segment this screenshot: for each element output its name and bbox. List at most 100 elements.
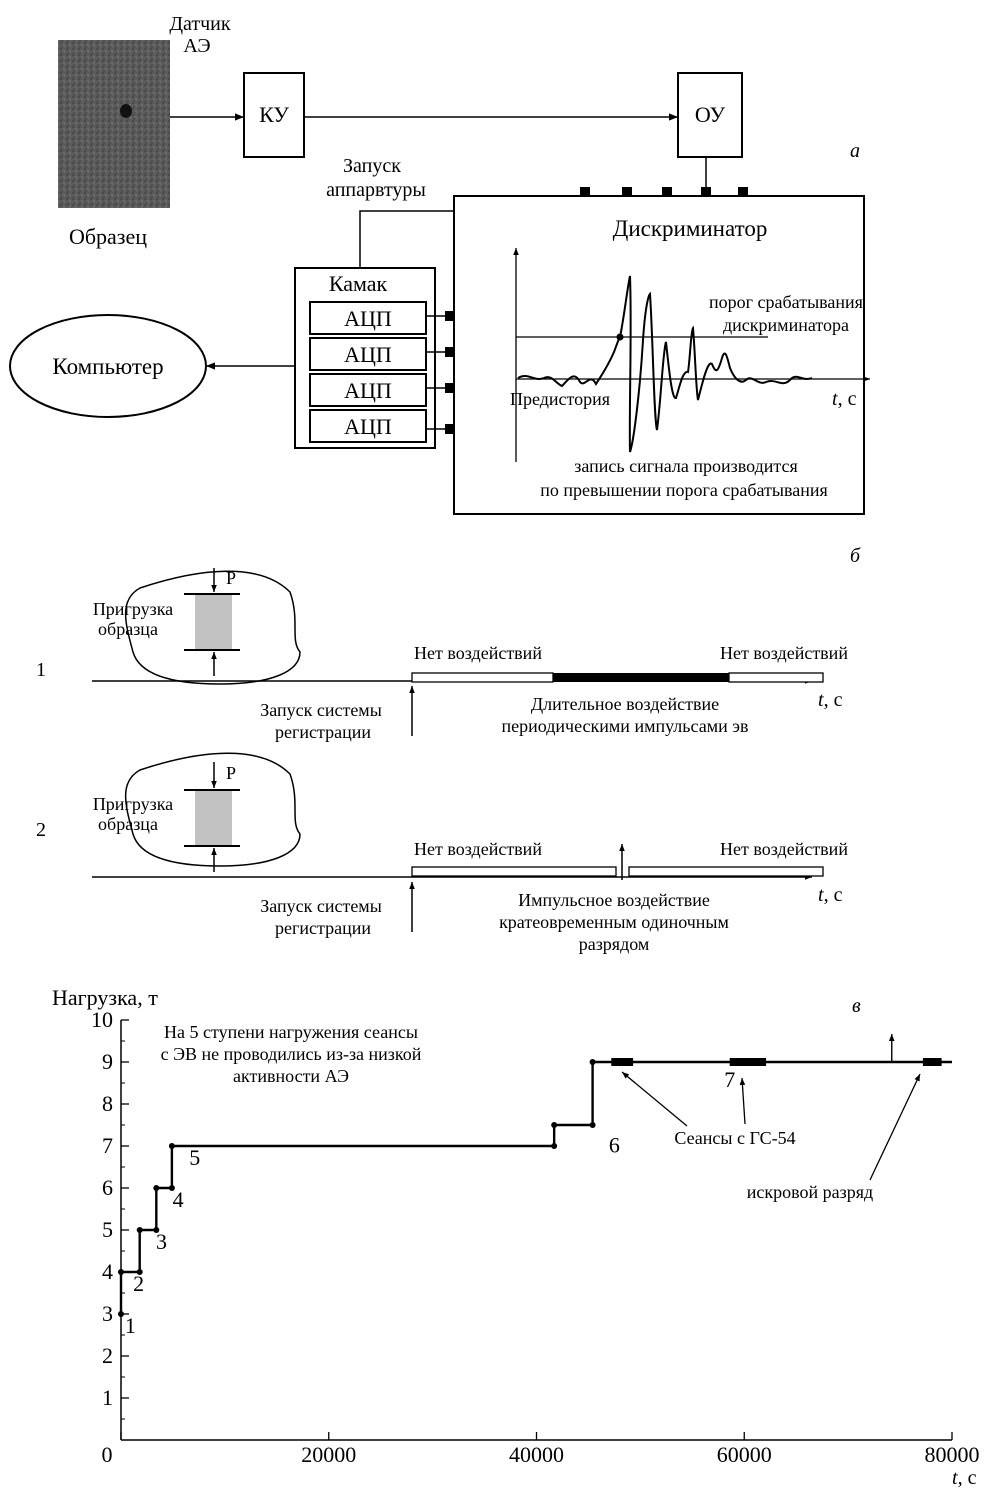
ou-label: ОУ	[695, 102, 726, 127]
effect-desc-1: Длительное воздействие	[531, 694, 719, 714]
note-line-2: с ЭВ не проводились из-за низкой	[161, 1044, 422, 1064]
start-label-2: регистрации	[275, 722, 371, 742]
y-tick-label: 4	[102, 1259, 113, 1284]
sensor-dot	[120, 104, 132, 118]
scheme-row-2: P Пригрузка образца 2 Нет воздействий Не…	[36, 752, 848, 954]
load-label-1: Пригрузка	[93, 599, 173, 619]
adc-box	[309, 409, 427, 443]
threshold-label-1: порог срабатывания	[709, 292, 863, 312]
ku-label: КУ	[259, 102, 289, 127]
x-tick-label: 0	[102, 1442, 113, 1467]
x-axis-title: t, с	[952, 1467, 977, 1489]
step-label: 2	[133, 1271, 144, 1296]
panel-b-letter: б	[850, 545, 861, 567]
adc-box	[309, 301, 427, 335]
row-number: 1	[36, 659, 46, 681]
adc-box	[309, 337, 427, 371]
prehistory-label: Предистория	[510, 389, 610, 409]
adc-label: АЦП	[344, 378, 392, 403]
spark-pointer	[869, 1073, 921, 1181]
x-tick-label: 80000	[925, 1442, 980, 1467]
x-tick-label: 40000	[509, 1442, 564, 1467]
effect-desc-1: Импульсное воздействие	[518, 890, 710, 910]
data-point	[589, 1059, 596, 1065]
adc-label: АЦП	[344, 342, 392, 367]
no-effect-label-right: Нет воздействий	[720, 643, 848, 663]
data-point	[589, 1122, 596, 1128]
start-label-2: регистрации	[275, 918, 371, 938]
sessions-label: Сеансы с ГС-54	[674, 1128, 795, 1148]
y-tick-label: 5	[102, 1217, 113, 1242]
step-label: 1	[125, 1313, 136, 1338]
no-effect-bar-right	[728, 672, 824, 683]
step-label: 5	[189, 1145, 200, 1170]
load-label-2: образца	[98, 619, 158, 639]
note-line-3: активности АЭ	[233, 1066, 349, 1086]
y-axis-title: Нагрузка, т	[52, 985, 158, 1010]
force-label: P	[226, 763, 236, 783]
loaded-sample	[195, 594, 232, 650]
launch-label-1: Запуск	[343, 155, 401, 177]
time-axis-label: t, с	[818, 884, 843, 906]
force-label: P	[226, 568, 236, 588]
signal-waveform	[517, 275, 813, 453]
panel-b-diagram: б P Пригрузка образца 1 Нет воздействий …	[36, 545, 861, 954]
gs54-session-bar	[611, 1058, 634, 1066]
y-tick-label: 3	[102, 1301, 113, 1326]
discriminator-box	[453, 195, 865, 515]
effect-desc-3: разрядом	[579, 934, 650, 954]
adc-modules: АЦП АЦП АЦП АЦП	[309, 301, 427, 443]
data-point	[153, 1227, 160, 1233]
panel-a-diagram: Датчик АЭ Образец КУ ОУ а Запуск аппарвт…	[9, 13, 870, 515]
gs54-session-bar	[922, 1058, 942, 1066]
scheme-row-1: P Пригрузка образца 1 Нет воздействий Не…	[36, 568, 848, 742]
data-point	[136, 1269, 143, 1275]
data-point	[168, 1143, 175, 1149]
adc-label: АЦП	[344, 306, 392, 331]
sample-blob	[124, 752, 301, 867]
loaded-sample	[195, 790, 232, 846]
computer-label: Компьютер	[52, 354, 163, 379]
no-effect-bar-left	[411, 672, 554, 683]
computer-ellipse	[9, 314, 207, 418]
sensor-label-1: Датчик	[169, 13, 231, 35]
discriminator-input-connectors	[445, 187, 748, 434]
no-effect-bar-right	[628, 866, 824, 877]
no-effect-label-left: Нет воздействий	[414, 839, 542, 859]
load-label-1: Пригрузка	[93, 794, 173, 814]
y-tick-label: 8	[102, 1091, 113, 1116]
x-tick-label: 20000	[301, 1442, 356, 1467]
launch-line	[359, 210, 454, 268]
sample-label: Образец	[69, 224, 147, 249]
adc-box	[309, 373, 427, 407]
start-label-1: Запуск системы	[260, 896, 382, 916]
data-point	[551, 1143, 558, 1149]
panel-a-letter: а	[850, 140, 860, 162]
step-label: 3	[156, 1229, 167, 1254]
y-tick-label: 6	[102, 1175, 113, 1200]
record-label-1: запись сигнала производится	[574, 456, 797, 476]
data-point	[118, 1269, 124, 1275]
data-point	[551, 1122, 558, 1128]
time-axis-label: t, с	[818, 689, 843, 711]
adc-label: АЦП	[344, 414, 392, 439]
launch-label-2: аппарвтуры	[326, 179, 426, 201]
ou-box	[677, 72, 743, 158]
sessions-pointer-2	[739, 1077, 746, 1125]
no-effect-label-right: Нет воздействий	[720, 839, 848, 859]
step-label: 4	[173, 1187, 184, 1212]
y-tick-label: 2	[102, 1343, 113, 1368]
y-tick-label: 1	[102, 1385, 113, 1410]
y-tick-label: 10	[91, 1007, 113, 1032]
effect-desc-2: кратеовременным одиночным	[499, 912, 729, 932]
sample-blob	[124, 570, 301, 685]
row-number: 2	[36, 819, 46, 841]
note-line-1: На 5 ступени нагружения сеансы	[164, 1022, 418, 1042]
trigger-point	[616, 333, 624, 341]
data-point	[168, 1185, 175, 1191]
effect-desc-2: периодическими импульсами эв	[502, 716, 749, 736]
step-label: 6	[609, 1132, 620, 1157]
